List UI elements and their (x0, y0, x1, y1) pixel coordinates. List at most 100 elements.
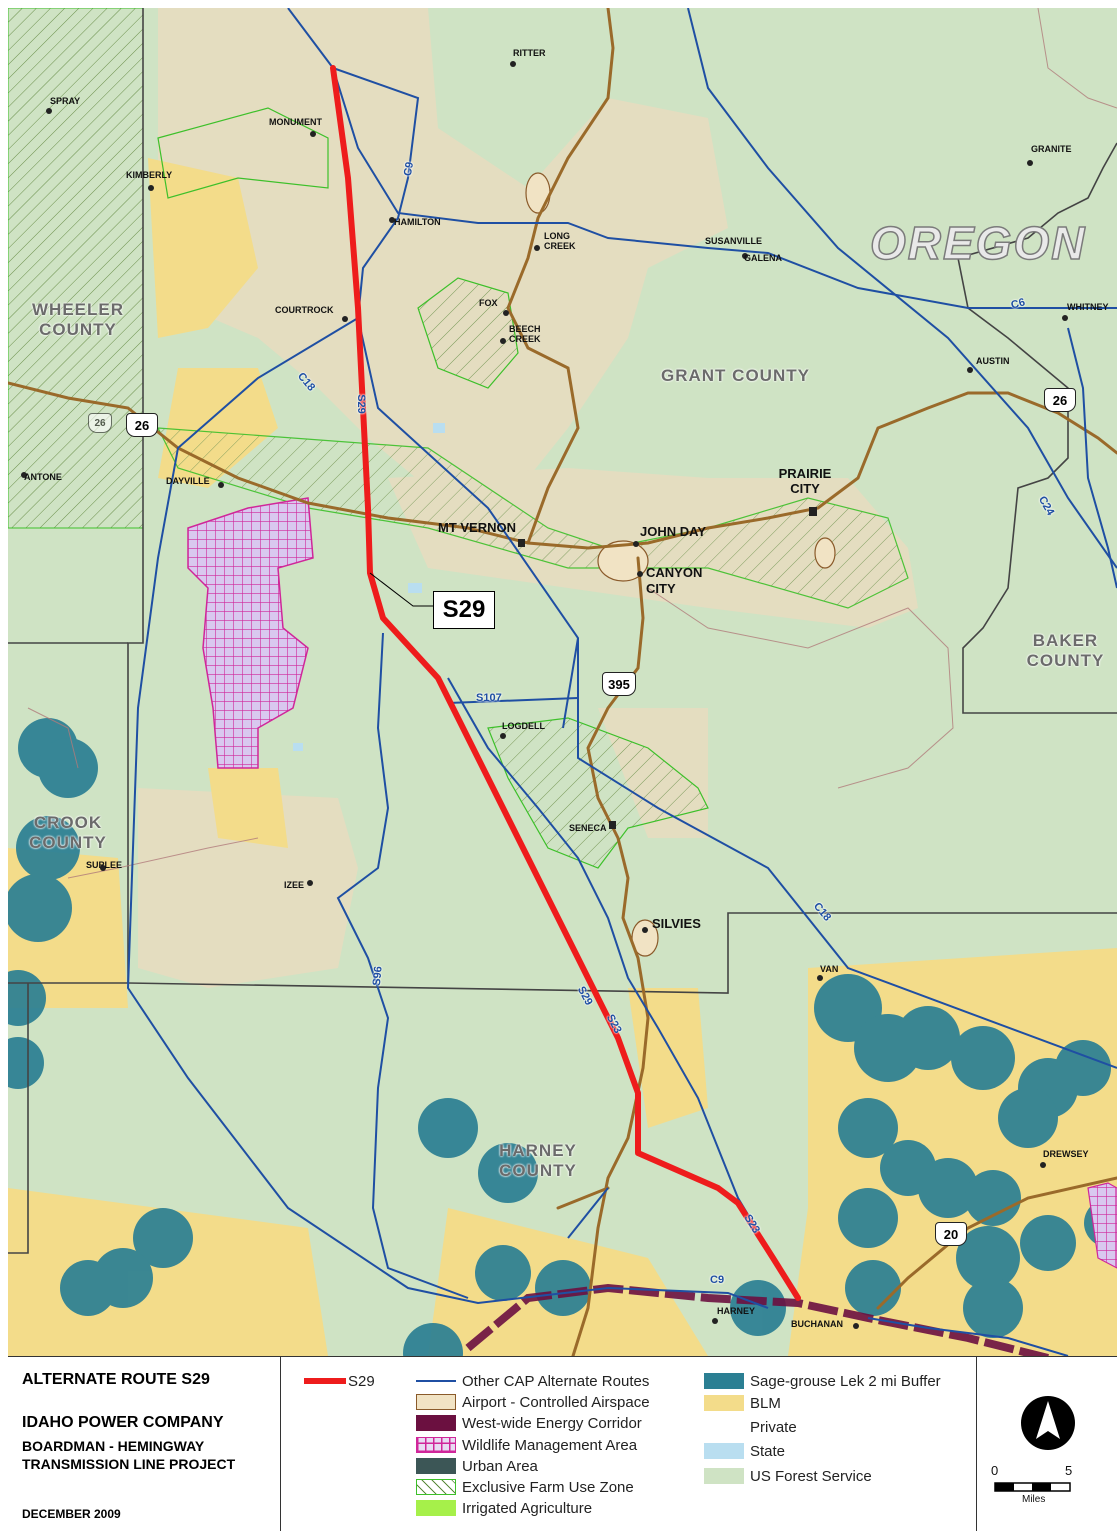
route-label-s107: S107 (476, 692, 502, 704)
legend-item-airport: Airport - Controlled Airspace (416, 1392, 650, 1412)
legend-date: DECEMBER 2009 (22, 1507, 121, 1521)
town-silvies: SILVIES (652, 916, 701, 931)
route-label-c9-south: C9 (710, 1274, 725, 1286)
town-antone: ANTONE (24, 472, 62, 482)
alt-route-swatch (416, 1380, 456, 1382)
scale-unit: Miles (1022, 1494, 1046, 1505)
town-spray: SPRAY (50, 96, 81, 106)
highway-shield-26-small: 26 (88, 413, 112, 433)
town-mt-vernon: MT VERNON (438, 520, 516, 535)
roads (8, 8, 1117, 1356)
legend-item-state: State (704, 1441, 785, 1461)
town-susanville: SUSANVILLE (705, 236, 763, 246)
legend-north-scale-block: 0 5 Miles (976, 1357, 1117, 1531)
legend-item-irrigated: Irrigated Agriculture (416, 1498, 592, 1518)
urban-swatch (416, 1458, 456, 1474)
town-john-day: JOHN DAY (640, 524, 706, 539)
town-whitney: WHITNEY (1067, 302, 1109, 312)
legend-item-sage: Sage-grouse Lek 2 mi Buffer (704, 1371, 941, 1391)
town-galena: GALENA (744, 253, 782, 263)
efu-fox (417, 277, 519, 389)
legend-item-efu: Exclusive Farm Use Zone (416, 1477, 634, 1497)
efu-swatch (416, 1479, 456, 1495)
other-cap-routes (126, 8, 1117, 1356)
efu-wheeler (8, 8, 144, 529)
legend-panel: ALTERNATE ROUTE S29 IDAHO POWER COMPANY … (8, 1356, 1117, 1531)
legend-project: BOARDMAN - HEMINGWAY TRANSMISSION LINE P… (22, 1438, 236, 1472)
state-label: OREGON (869, 216, 1087, 270)
town-long-creek: LONG CREEK (544, 231, 576, 251)
legend-item-corridor: West-wide Energy Corridor (416, 1413, 642, 1433)
legend-company: IDAHO POWER COMPANY (22, 1414, 224, 1431)
town-canyon-city: CANYON CITY (646, 565, 703, 596)
legend-item-blm: BLM (704, 1393, 781, 1413)
highway-shield-26-west: 26 (126, 413, 158, 437)
state-land (293, 423, 445, 751)
town-markers (21, 61, 1068, 1329)
sage-swatch (704, 1373, 744, 1389)
map-area[interactable]: OREGON WHEELER COUNTY GRANT COUNTY BAKER… (8, 8, 1117, 1356)
legend-item-urban: Urban Area (416, 1456, 538, 1476)
route-label-s96: S96 (370, 965, 385, 987)
town-austin: AUSTIN (976, 356, 1010, 366)
town-hamilton: HAMILTON (394, 217, 441, 227)
legend-item-private: Private (704, 1417, 797, 1437)
county-label-harney: HARNEY COUNTY (499, 1141, 577, 1180)
county-label-baker: BAKER COUNTY (1026, 631, 1105, 670)
town-beech-creek: BEECH CREEK (509, 324, 541, 344)
legend-item-wma: Wildlife Management Area (416, 1435, 637, 1455)
usfs-swatch (704, 1468, 744, 1484)
town-drewsey: DREWSEY (1043, 1149, 1089, 1159)
town-monument: MONUMENT (269, 117, 322, 127)
town-courtrock: COURTROCK (275, 305, 334, 315)
legend-item-s29: S29 (304, 1371, 375, 1391)
legend-title-block: ALTERNATE ROUTE S29 IDAHO POWER COMPANY … (8, 1357, 281, 1531)
legend-items-block: S29 Other CAP Alternate Routes Airport -… (280, 1357, 977, 1531)
town-fox: FOX (479, 298, 498, 308)
efu-monument (157, 107, 329, 199)
north-arrow-icon (994, 1396, 1075, 1492)
legend-item-usfs: US Forest Service (704, 1466, 872, 1486)
route-label-s29-north: S29 (354, 394, 367, 414)
corridor-swatch (416, 1415, 456, 1431)
town-van: VAN (820, 964, 839, 974)
wildlife-management-area (187, 497, 314, 769)
irrigated-swatch (416, 1500, 456, 1516)
sage-grouse-buffers (8, 718, 1117, 1356)
highway-shield-20: 20 (935, 1222, 967, 1246)
airport-swatch (416, 1394, 456, 1410)
route-label-c9-north: C9 (401, 161, 417, 177)
s29-callout-box: S29 (433, 591, 495, 629)
s29-route-line (330, 65, 801, 1301)
town-izee: IZEE (284, 880, 305, 890)
callout-leader (369, 572, 433, 607)
town-harney: HARNEY (717, 1306, 756, 1316)
town-suplee: SUPLEE (86, 860, 123, 870)
blm-swatch (704, 1395, 744, 1411)
minor-roads (27, 8, 1117, 879)
efu-valley (156, 427, 909, 609)
map-canvas (8, 8, 1117, 1356)
state-swatch (704, 1443, 744, 1459)
town-ritter: RITTER (513, 48, 546, 58)
county-label-grant: GRANT COUNTY (661, 366, 810, 385)
s29-swatch (304, 1378, 346, 1384)
legend-item-alt-routes: Other CAP Alternate Routes (416, 1371, 649, 1391)
highway-shield-26-east: 26 (1044, 388, 1076, 412)
town-buchanan: BUCHANAN (791, 1319, 843, 1329)
town-seneca: SENECA (569, 823, 607, 833)
town-prairie-city: PRAIRIE CITY (778, 466, 832, 496)
wma-swatch (416, 1437, 456, 1453)
county-label-wheeler: WHEELER COUNTY (32, 300, 124, 339)
town-granite: GRANITE (1031, 144, 1072, 154)
highway-shield-395: 395 (602, 672, 636, 696)
scale-five: 5 (1065, 1463, 1073, 1478)
legend-title: ALTERNATE ROUTE S29 (22, 1371, 210, 1388)
private-swatch (704, 1419, 744, 1435)
town-dayville: DAYVILLE (166, 476, 210, 486)
town-logdell: LOGDELL (502, 721, 545, 731)
scale-zero: 0 (991, 1463, 999, 1478)
town-kimberly: KIMBERLY (126, 170, 173, 180)
airport-controlled-airspace (525, 172, 836, 957)
county-label-crook: CROOK COUNTY (29, 813, 107, 852)
